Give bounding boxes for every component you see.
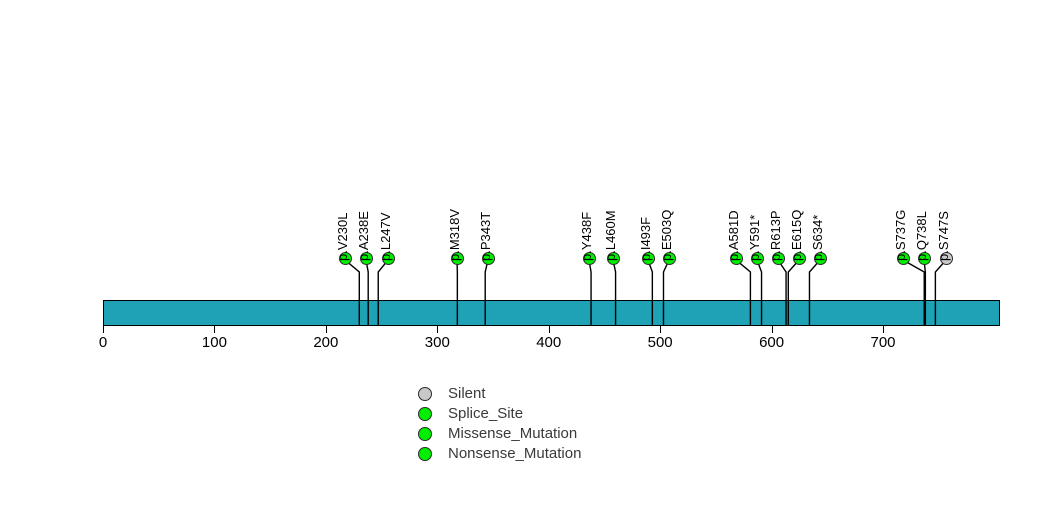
lollipop-head[interactable] bbox=[729, 251, 743, 265]
mutation-label: p.R613P bbox=[768, 209, 783, 261]
mutation-label: p.V230L bbox=[335, 212, 350, 261]
lollipop-head[interactable] bbox=[606, 251, 620, 265]
legend-label: Nonsense_Mutation bbox=[448, 445, 582, 462]
axis-tick-label: 0 bbox=[98, 334, 108, 351]
axis-tick-label: 500 bbox=[647, 334, 673, 351]
axis-tick bbox=[883, 326, 884, 333]
mutation-label: p.A581D bbox=[726, 209, 741, 261]
mutation-label: p.S737G bbox=[893, 209, 908, 261]
mutation-label: p.S634* bbox=[810, 214, 825, 261]
lollipop-head[interactable] bbox=[450, 251, 464, 265]
protein-backbone bbox=[103, 300, 1000, 326]
axis-tick-label: 100 bbox=[201, 334, 227, 351]
legend-swatch-icon bbox=[418, 407, 432, 421]
mutation-label: p.M318V bbox=[447, 208, 462, 261]
axis-tick-label: 700 bbox=[870, 334, 896, 351]
lollipop-head[interactable] bbox=[896, 251, 910, 265]
mutation-label: p.E615Q bbox=[789, 209, 804, 261]
lollipop-head[interactable] bbox=[771, 251, 785, 265]
lollipop-head[interactable] bbox=[338, 251, 352, 265]
axis-tick-label: 600 bbox=[759, 334, 785, 351]
axis-tick bbox=[548, 326, 550, 333]
legend-label: Silent bbox=[448, 385, 486, 402]
mutation-label: p.Q738L bbox=[914, 210, 929, 261]
lollipop-head[interactable] bbox=[381, 251, 395, 265]
legend-swatch-icon bbox=[418, 447, 432, 461]
lollipop-head[interactable] bbox=[939, 251, 953, 265]
axis-tick-label: 200 bbox=[313, 334, 339, 351]
lollipop-head[interactable] bbox=[792, 251, 806, 265]
legend-swatch-icon bbox=[418, 387, 432, 401]
mutation-label: p.L247V bbox=[378, 212, 393, 261]
mutation-label: p.S747S bbox=[936, 210, 951, 261]
legend-label: Splice_Site bbox=[448, 405, 524, 422]
lollipop-head[interactable] bbox=[662, 251, 676, 265]
lollipop-head[interactable] bbox=[813, 251, 827, 265]
mutation-label: p.I493F bbox=[638, 216, 653, 261]
lollipop-head[interactable] bbox=[750, 251, 764, 265]
mutation-label: p.A238E bbox=[356, 210, 371, 261]
axis-tick bbox=[103, 326, 104, 333]
axis-tick bbox=[325, 326, 327, 333]
axis-tick-label: 400 bbox=[536, 334, 562, 351]
lollipop-head[interactable] bbox=[917, 251, 931, 265]
legend-label: Missense_Mutation bbox=[448, 425, 578, 442]
lollipop-head[interactable] bbox=[582, 251, 596, 265]
legend-swatch-icon bbox=[418, 427, 432, 441]
mutation-label: p.P343T bbox=[478, 211, 493, 261]
mutation-label: p.Y438F bbox=[579, 211, 594, 261]
mutation-label: p.E503Q bbox=[659, 209, 674, 261]
axis-tick bbox=[214, 326, 216, 333]
axis-tick-label: 300 bbox=[424, 334, 450, 351]
axis-tick bbox=[660, 326, 662, 333]
mutation-label: p.L460M bbox=[603, 209, 618, 261]
axis-tick bbox=[437, 326, 439, 333]
lollipop-head[interactable] bbox=[359, 251, 373, 265]
axis-tick bbox=[771, 326, 773, 333]
mutation-label: p.Y591* bbox=[747, 214, 762, 261]
lollipop-head[interactable] bbox=[641, 251, 655, 265]
lollipop-head[interactable] bbox=[481, 251, 495, 265]
